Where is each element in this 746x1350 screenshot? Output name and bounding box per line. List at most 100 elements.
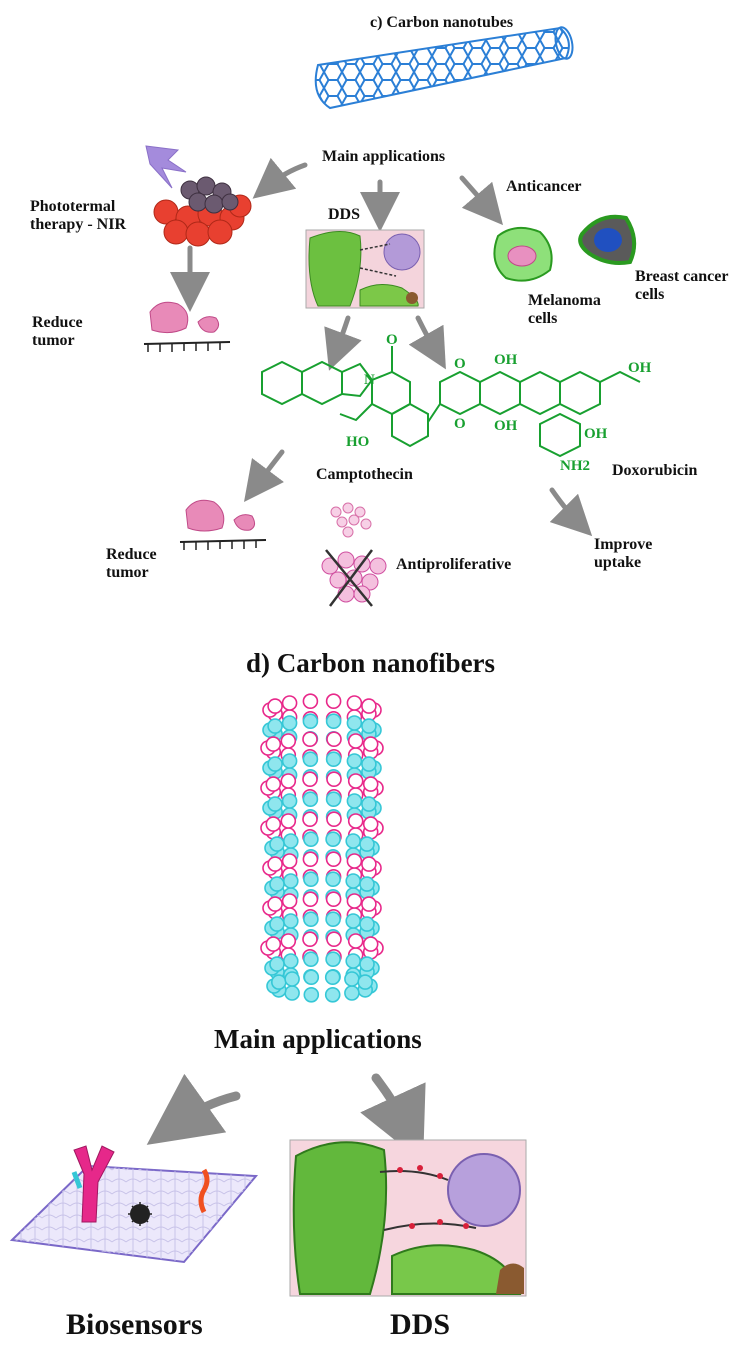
reduce-tumor-label-2: Reduce tumor xyxy=(106,546,157,582)
fiber-bead xyxy=(280,933,297,949)
fiber-bead xyxy=(324,969,341,986)
reduce-tumor-illustration-1 xyxy=(143,301,231,352)
fiber-bead xyxy=(284,971,300,987)
fiber-bead xyxy=(302,693,319,710)
fiber-bead xyxy=(344,971,360,987)
doxorubicin-oh-label-2: OH xyxy=(628,360,652,376)
phototermal-label: Phototermal therapy - NIR xyxy=(30,198,126,234)
carbon-nanofiber-illustration xyxy=(260,693,384,1003)
fiber-bead xyxy=(346,753,363,769)
fiber-bead xyxy=(282,953,299,969)
phototermal-cluster-illustration xyxy=(145,145,252,247)
anticancer-label: Anticancer xyxy=(506,178,582,195)
arrows-section-c xyxy=(170,157,593,537)
fiber-bead xyxy=(362,776,379,792)
fiber-bead xyxy=(362,736,379,752)
fiber-bead xyxy=(302,891,319,908)
fiber-bead xyxy=(284,985,300,1001)
improve-uptake-label: Improve uptake xyxy=(594,536,653,572)
fiber-bead xyxy=(345,953,362,969)
fiber-bead xyxy=(346,715,363,731)
fiber-bead xyxy=(302,771,318,788)
main-applications-label-d: Main applications xyxy=(214,1024,422,1054)
fiber-bead xyxy=(269,876,285,892)
fiber-bead xyxy=(347,813,364,829)
fiber-bead xyxy=(345,873,362,889)
doxorubicin-structure xyxy=(427,370,641,458)
breast-cancer-label: Breast cancer cells xyxy=(635,268,729,304)
fiber-bead xyxy=(347,733,364,749)
fiber-bead xyxy=(269,836,285,852)
antiproliferative-illustration xyxy=(321,502,387,607)
camptothecin-structure xyxy=(261,346,429,448)
reduce-tumor-label-1: Reduce tumor xyxy=(32,314,83,350)
arrows-section-d xyxy=(146,1073,426,1163)
fiber-bead xyxy=(303,969,320,986)
fiber-bead xyxy=(302,931,318,948)
fiber-bead xyxy=(361,718,377,734)
fiber-bead xyxy=(303,911,319,928)
antiproliferative-label: Antiproliferative xyxy=(396,556,512,573)
fiber-bead xyxy=(357,974,374,990)
fiber-bead xyxy=(282,873,299,889)
fiber-bead xyxy=(325,713,342,730)
fiber-bead xyxy=(325,751,342,768)
fiber-bead xyxy=(270,974,287,990)
camptothecin-ho-label: HO xyxy=(346,434,370,450)
doxorubicin-o-label-1: O xyxy=(454,356,466,372)
fiber-bead xyxy=(359,916,375,932)
fiber-bead xyxy=(326,931,342,948)
fiber-bead xyxy=(280,813,297,829)
fiber-bead xyxy=(359,836,375,852)
fiber-bead xyxy=(265,776,282,792)
fiber-bead xyxy=(326,731,342,748)
doxorubicin-o-label-2: O xyxy=(454,416,466,432)
fiber-bead xyxy=(326,811,342,828)
carbon-nanotube-illustration xyxy=(314,26,574,110)
fiber-bead xyxy=(281,853,298,869)
fiber-bead xyxy=(346,793,363,809)
dds-label-c: DDS xyxy=(328,206,361,223)
fiber-bead xyxy=(346,853,363,869)
fiber-bead xyxy=(345,833,362,849)
fiber-bead xyxy=(359,876,375,892)
fiber-bead xyxy=(325,911,341,928)
fiber-bead xyxy=(267,718,283,734)
fiber-bead xyxy=(325,871,341,888)
fiber-bead xyxy=(267,756,283,772)
fiber-bead xyxy=(281,793,298,809)
fiber-bead xyxy=(282,833,299,849)
fiber-bead xyxy=(267,796,283,812)
biosensors-label: Biosensors xyxy=(66,1308,203,1341)
fiber-bead xyxy=(281,753,298,769)
fiber-bead xyxy=(265,936,282,952)
fiber-bead xyxy=(325,851,342,868)
breast-cancer-cell-illustration xyxy=(578,214,637,265)
fiber-bead xyxy=(361,896,377,912)
fiber-bead xyxy=(324,986,341,1003)
fiber-bead xyxy=(303,986,320,1003)
section-c-title: c) Carbon nanotubes xyxy=(370,14,514,31)
fiber-bead xyxy=(302,713,319,730)
fiber-bead xyxy=(362,816,379,832)
fiber-bead xyxy=(303,831,319,848)
dds-label-d: DDS xyxy=(390,1308,451,1341)
doxorubicin-oh-label-1: OH xyxy=(494,352,518,368)
fiber-bead xyxy=(303,871,319,888)
fiber-bead xyxy=(325,791,342,808)
fiber-bead xyxy=(325,951,341,968)
dds-illustration-large xyxy=(289,1139,527,1297)
fiber-bead xyxy=(361,698,377,714)
fiber-bead xyxy=(282,913,299,929)
fiber-bead xyxy=(346,695,363,711)
fiber-bead xyxy=(267,698,283,714)
fiber-bead xyxy=(281,715,298,731)
melanoma-label: Melanoma cells xyxy=(528,292,601,328)
fiber-bead xyxy=(347,773,364,789)
section-d-title: d) Carbon nanofibers xyxy=(246,648,496,678)
fiber-bead xyxy=(267,856,283,872)
fiber-bead xyxy=(267,896,283,912)
fiber-bead xyxy=(344,985,360,1001)
fiber-bead xyxy=(281,695,298,711)
fiber-bead xyxy=(361,796,377,812)
